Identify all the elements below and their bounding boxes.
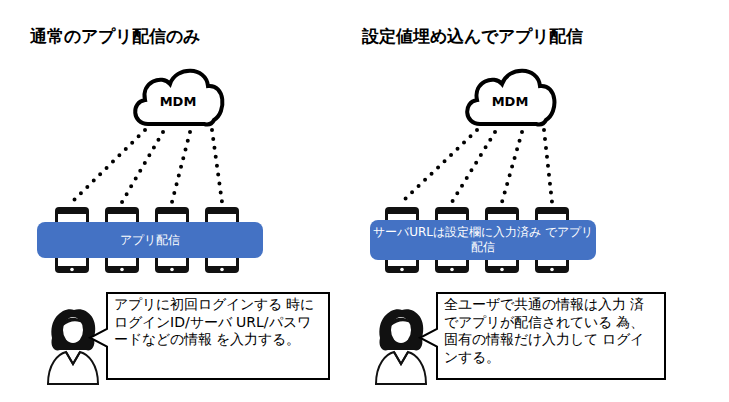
dotted-links [72, 130, 552, 202]
person-icon [376, 309, 426, 384]
node-text: MDM [492, 94, 529, 109]
app-band: サーバURLは設定欄に入力済み でアプリ配信 [370, 220, 596, 260]
person-icon [48, 309, 98, 384]
cloud-shape: MDM [460, 62, 560, 132]
panel-title: 設定値埋め込んでアプリ配信 [362, 25, 583, 48]
speech-bubble: アプリに初回ログインする 時にログインID/サーバ URL/パスワードなどの情報… [106, 292, 330, 380]
speech-bubble: 全ユーザで共通の情報は入力 済でアプリが配信されている 為、固有の情報だけ入力し… [436, 292, 666, 380]
node-text: アプリに初回ログインする 時にログインID/サーバ URL/パスワードなどの情報… [106, 292, 330, 353]
node-text: アプリ配信 [120, 233, 180, 248]
node-text: 全ユーザで共通の情報は入力 済でアプリが配信されている 為、固有の情報だけ入力し… [436, 292, 666, 370]
cloud-shape: MDM [128, 62, 228, 132]
node-text: MDM [160, 94, 197, 109]
panel-title: 通常のアプリ配信のみ [30, 25, 200, 48]
node-text: サーバURLは設定欄に入力済み でアプリ配信 [370, 225, 596, 255]
app-band: アプリ配信 [37, 222, 263, 258]
